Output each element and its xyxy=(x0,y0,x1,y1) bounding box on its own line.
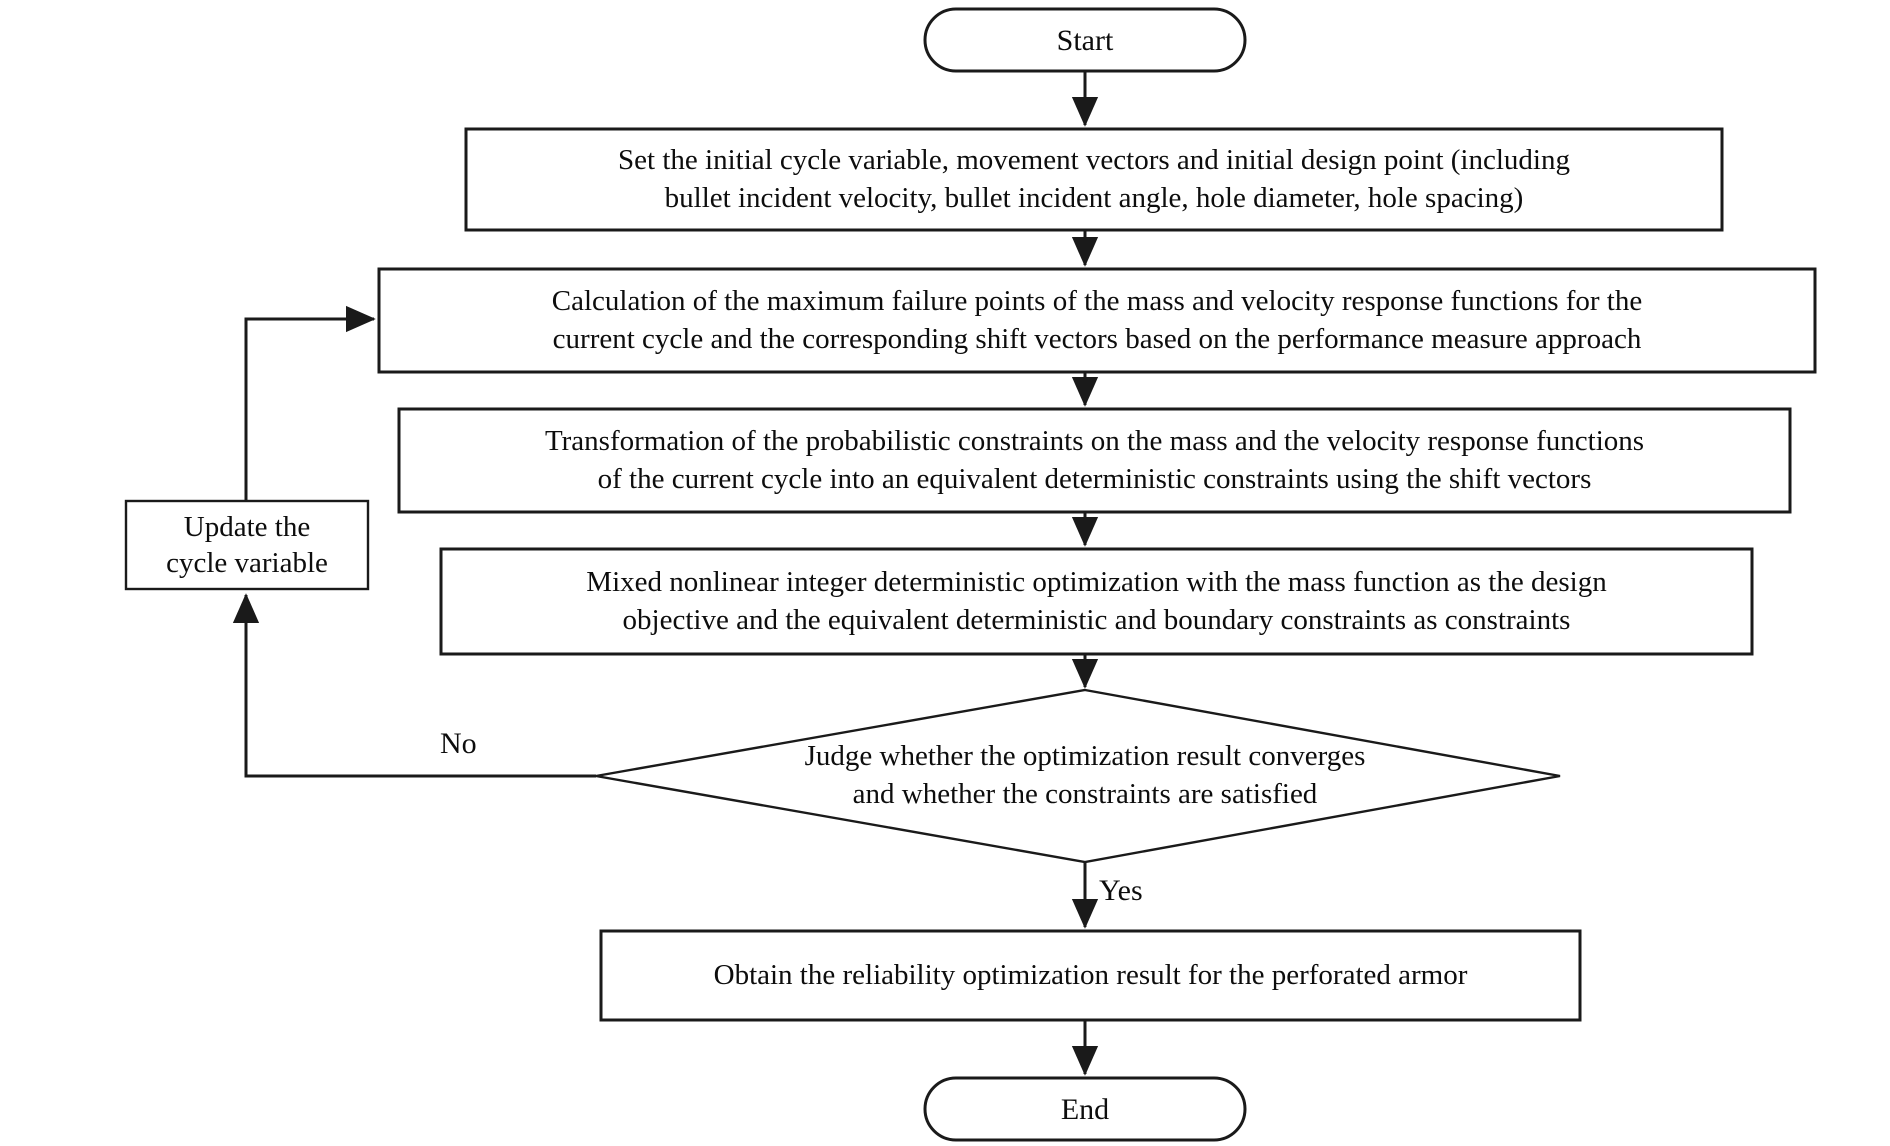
node-start-shape xyxy=(923,7,1247,73)
node-optimize-shape xyxy=(439,547,1754,656)
edge-label-no: No xyxy=(440,727,477,760)
edge-update-to-calc xyxy=(244,305,376,501)
node-transform-shape xyxy=(397,407,1792,514)
node-obtain-shape xyxy=(599,929,1582,1022)
node-end-shape xyxy=(923,1076,1247,1142)
edge-judge-no-to-update xyxy=(232,593,596,778)
node-calc-shape xyxy=(377,267,1817,374)
edge-label-yes: Yes xyxy=(1099,874,1143,907)
node-update-shape xyxy=(124,499,370,591)
node-init-shape xyxy=(464,127,1724,232)
node-judge-shape xyxy=(595,688,1561,864)
